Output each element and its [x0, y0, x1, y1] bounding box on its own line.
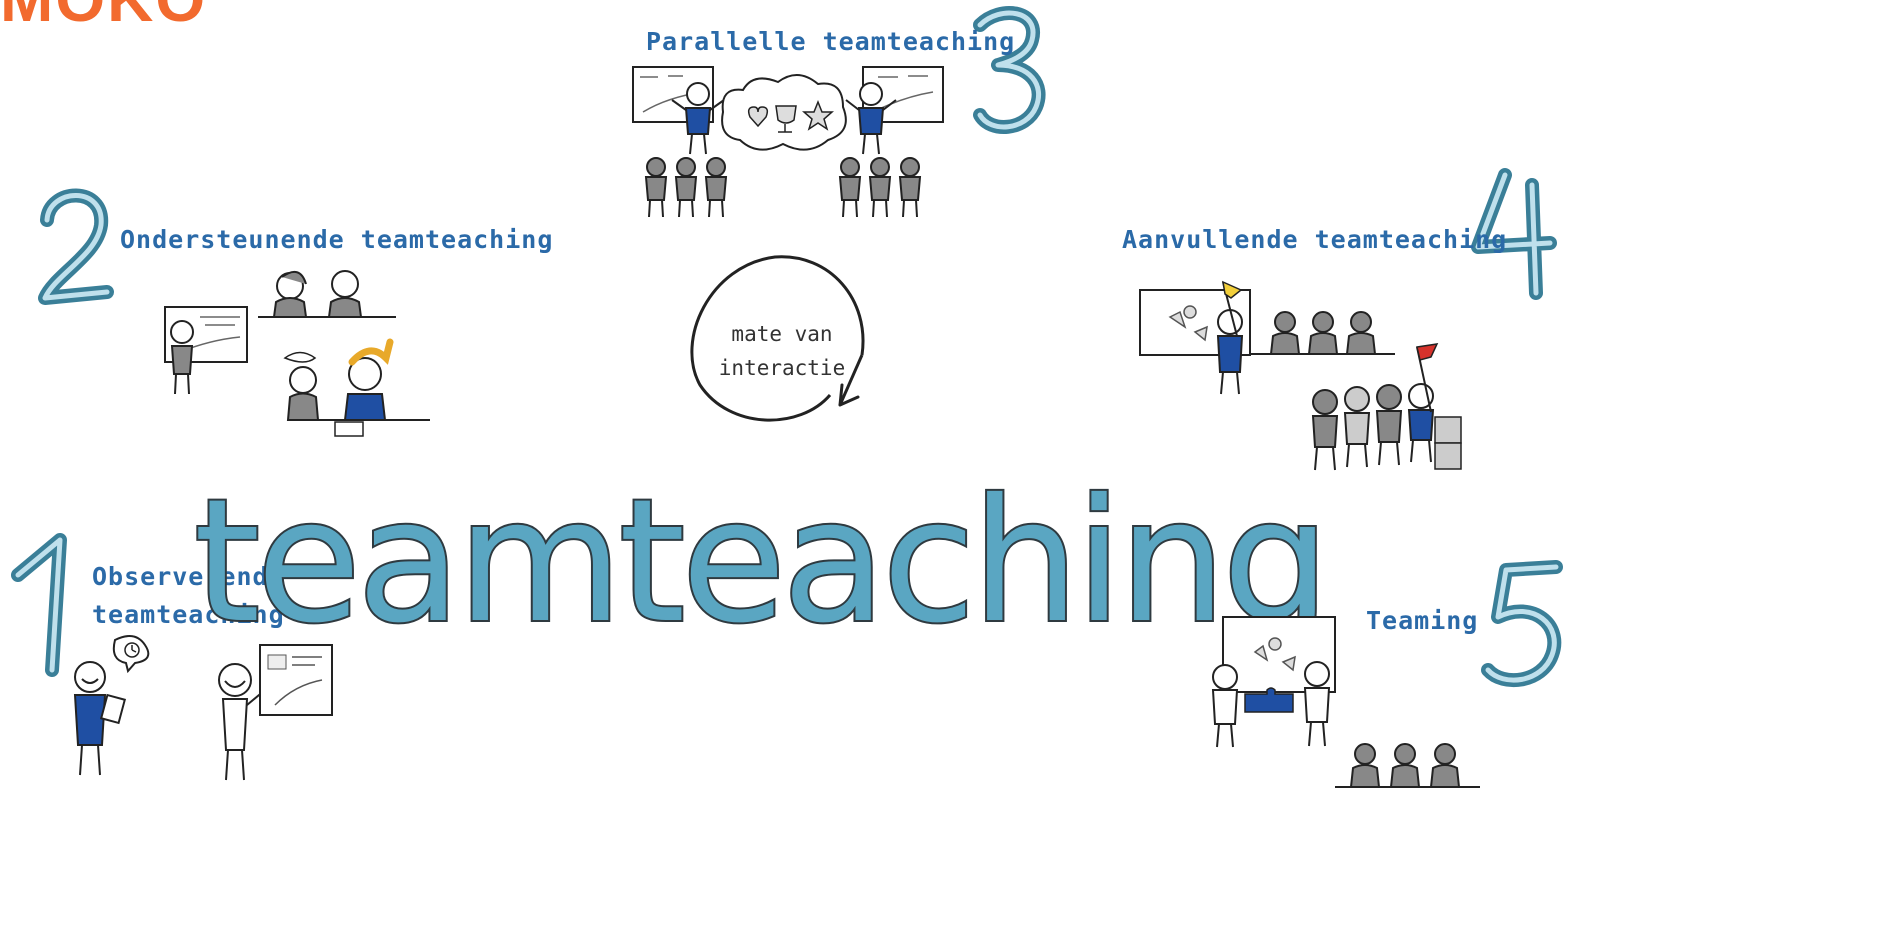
title-text: teamteaching [194, 463, 1327, 661]
title-teamteaching: teamteaching [192, 461, 1333, 663]
numeral-3 [973, 6, 1046, 134]
stage-5-label: Teaming [1366, 606, 1479, 635]
numeral-5 [1481, 560, 1563, 688]
interaction-cycle-arrow [690, 255, 865, 422]
numeral-4 [1471, 168, 1557, 300]
numeral-2 [38, 188, 114, 305]
center-label-line2: interactie [718, 356, 846, 380]
stage-3-label: Parallelle teamteaching [646, 27, 1016, 56]
stage-4-label: Aanvullende teamteaching [1122, 225, 1508, 254]
numeral-1 [11, 533, 67, 677]
stage-5-illustration [1211, 616, 1480, 788]
center-label-line1: mate van [731, 322, 833, 346]
brand-logo: MOKO [0, 0, 207, 36]
stage-1-label-line1: Observerende [92, 562, 285, 591]
stage-3-illustration [632, 66, 944, 218]
stage-1-label-line2: teamteaching [92, 600, 285, 629]
stage-1-illustration [73, 635, 333, 781]
stage-2-label: Ondersteunende teamteaching [120, 225, 554, 254]
stage-4-illustration [1139, 280, 1462, 471]
stage-2-illustration [164, 270, 430, 437]
